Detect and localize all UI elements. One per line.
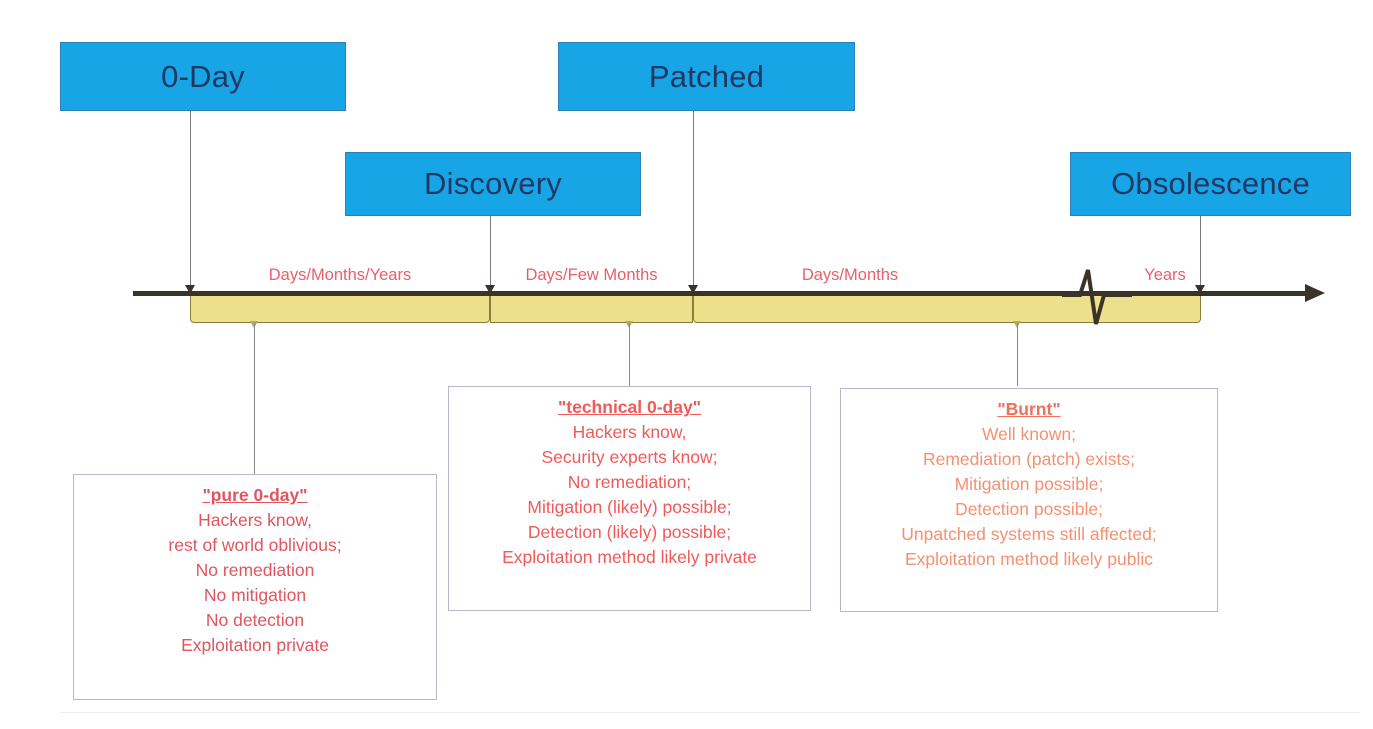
tick-marker-obsolescence (1195, 285, 1205, 294)
callout-line: Exploitation method likely private (502, 547, 757, 567)
duration-band-1 (190, 295, 490, 323)
connector-line-patched (693, 111, 694, 287)
milestone-label-discovery: Discovery (424, 166, 562, 201)
interval-label-2: Days/Few Months (525, 266, 658, 284)
callout-line: Remediation (patch) exists; (922, 449, 1136, 469)
milestone-label-patched: Patched (648, 58, 765, 94)
tick-marker-patched (688, 285, 698, 294)
callout-box-pure-0-day[interactable]: "pure 0-day" Hackers know, rest of world… (73, 474, 437, 700)
callout-title-technical-0-day: "technical 0-day" (557, 397, 702, 417)
interval-label-3: Days/Months (801, 266, 899, 284)
callout-line: No remediation (195, 560, 315, 580)
connector-line-discovery (490, 216, 491, 287)
callout-line: Detection (likely) possible; (527, 522, 732, 542)
connector-line-obsolescence (1200, 216, 1201, 287)
connector-line-0-day (190, 111, 191, 287)
milestone-box-patched[interactable]: Patched (558, 42, 855, 111)
callout-title-burnt: "Burnt" (997, 399, 1061, 419)
interval-label-1: Days/Months/Years (268, 266, 412, 284)
callout-line: No detection (205, 610, 305, 630)
timeline-arrow-icon (1305, 284, 1325, 302)
callout-line: rest of world oblivious; (168, 535, 342, 555)
callout-line: Hackers know, (198, 510, 312, 530)
milestone-box-discovery[interactable]: Discovery (345, 152, 641, 216)
axis-break-zigzag-icon (1062, 269, 1132, 325)
callout-line: Exploitation private (181, 635, 329, 655)
callout-line: Mitigation (likely) possible; (527, 497, 732, 517)
callout-title-pure-0-day: "pure 0-day" (202, 485, 308, 505)
callout-line-burnt (1017, 323, 1018, 386)
callout-line: Security experts know; (541, 447, 718, 467)
milestone-box-obsolescence[interactable]: Obsolescence (1070, 152, 1351, 216)
callout-line: No mitigation (203, 585, 307, 605)
callout-line: Unpatched systems still affected; (901, 524, 1157, 544)
callout-box-burnt[interactable]: "Burnt" Well known; Remediation (patch) … (840, 388, 1218, 612)
callout-line: Well known; (981, 424, 1077, 444)
milestone-label-obsolescence: Obsolescence (1111, 166, 1310, 201)
callout-line: Mitigation possible; (954, 474, 1104, 494)
callout-line-technical-0-day (629, 323, 630, 386)
milestone-box-0-day[interactable]: 0-Day (60, 42, 346, 111)
bottom-divider (60, 712, 1360, 713)
tick-marker-0-day (185, 285, 195, 294)
milestone-label-0-day: 0-Day (161, 58, 245, 94)
callout-line: Exploitation method likely public (904, 549, 1154, 569)
interval-label-4: Years (1144, 266, 1186, 284)
timeline-axis (133, 291, 1310, 296)
duration-band-2 (490, 295, 693, 323)
callout-box-technical-0-day[interactable]: "technical 0-day" Hackers know, Security… (448, 386, 811, 611)
callout-line: No remediation; (567, 472, 692, 492)
callout-line: Hackers know, (572, 422, 687, 442)
tick-marker-discovery (485, 285, 495, 294)
callout-line: Detection possible; (955, 499, 1103, 519)
callout-line-pure-0-day (254, 323, 255, 475)
